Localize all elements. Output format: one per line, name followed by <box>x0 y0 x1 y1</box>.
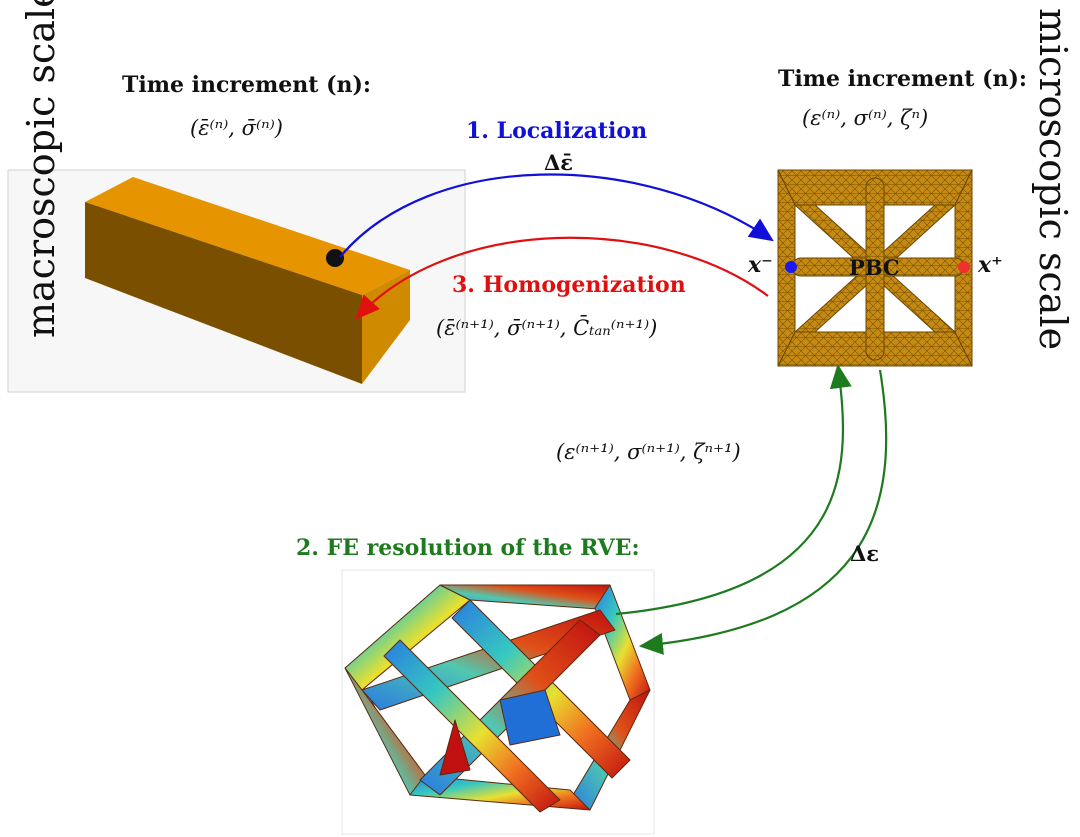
fe-resolution-title: 2. FE resolution of the RVE: <box>296 535 640 561</box>
next-micro-state: (ε⁽ⁿ⁺¹⁾, σ⁽ⁿ⁺¹⁾, ζⁿ⁺¹) <box>556 440 741 464</box>
microscopic-scale-label: microscopic scale <box>1031 8 1075 351</box>
localization-title: 1. Localization <box>466 118 648 144</box>
homogenization-title: 3. Homogenization <box>452 272 686 298</box>
x-plus-label: x⁺ <box>978 252 1003 278</box>
fe-rve-stress-field <box>341 569 655 835</box>
fe-to-micro-arrow <box>615 363 852 616</box>
material-point <box>326 249 344 267</box>
macro-state: (ε̄⁽ⁿ⁾, σ̄⁽ⁿ⁾) <box>190 116 283 140</box>
x-plus-node <box>958 261 970 273</box>
pbc-label: PBC <box>849 255 900 280</box>
micro-rve-lattice <box>776 168 974 368</box>
macro-beam-panel <box>7 169 466 393</box>
macro-time-header: Time increment (n): <box>122 72 372 98</box>
delta-epsilon-label: Δε <box>850 541 880 566</box>
x-minus-node <box>785 261 797 273</box>
micro-time-header: Time increment (n): <box>778 66 1028 92</box>
homogenization-arrow <box>355 236 769 320</box>
x-minus-label: x⁻ <box>748 252 773 278</box>
localization-symbol: Δε̄ <box>544 150 574 175</box>
homogenization-state: (ε̄⁽ⁿ⁺¹⁾, σ̄⁽ⁿ⁺¹⁾, C̄ₜₐₙ⁽ⁿ⁺¹⁾) <box>436 316 658 340</box>
macroscopic-scale-label: macroscopic scale <box>19 0 63 338</box>
localization-arrow <box>339 173 774 258</box>
micro-state: (ε⁽ⁿ⁾, σ⁽ⁿ⁾, ζⁿ) <box>802 106 929 130</box>
micro-to-fe-arrow <box>638 369 888 655</box>
